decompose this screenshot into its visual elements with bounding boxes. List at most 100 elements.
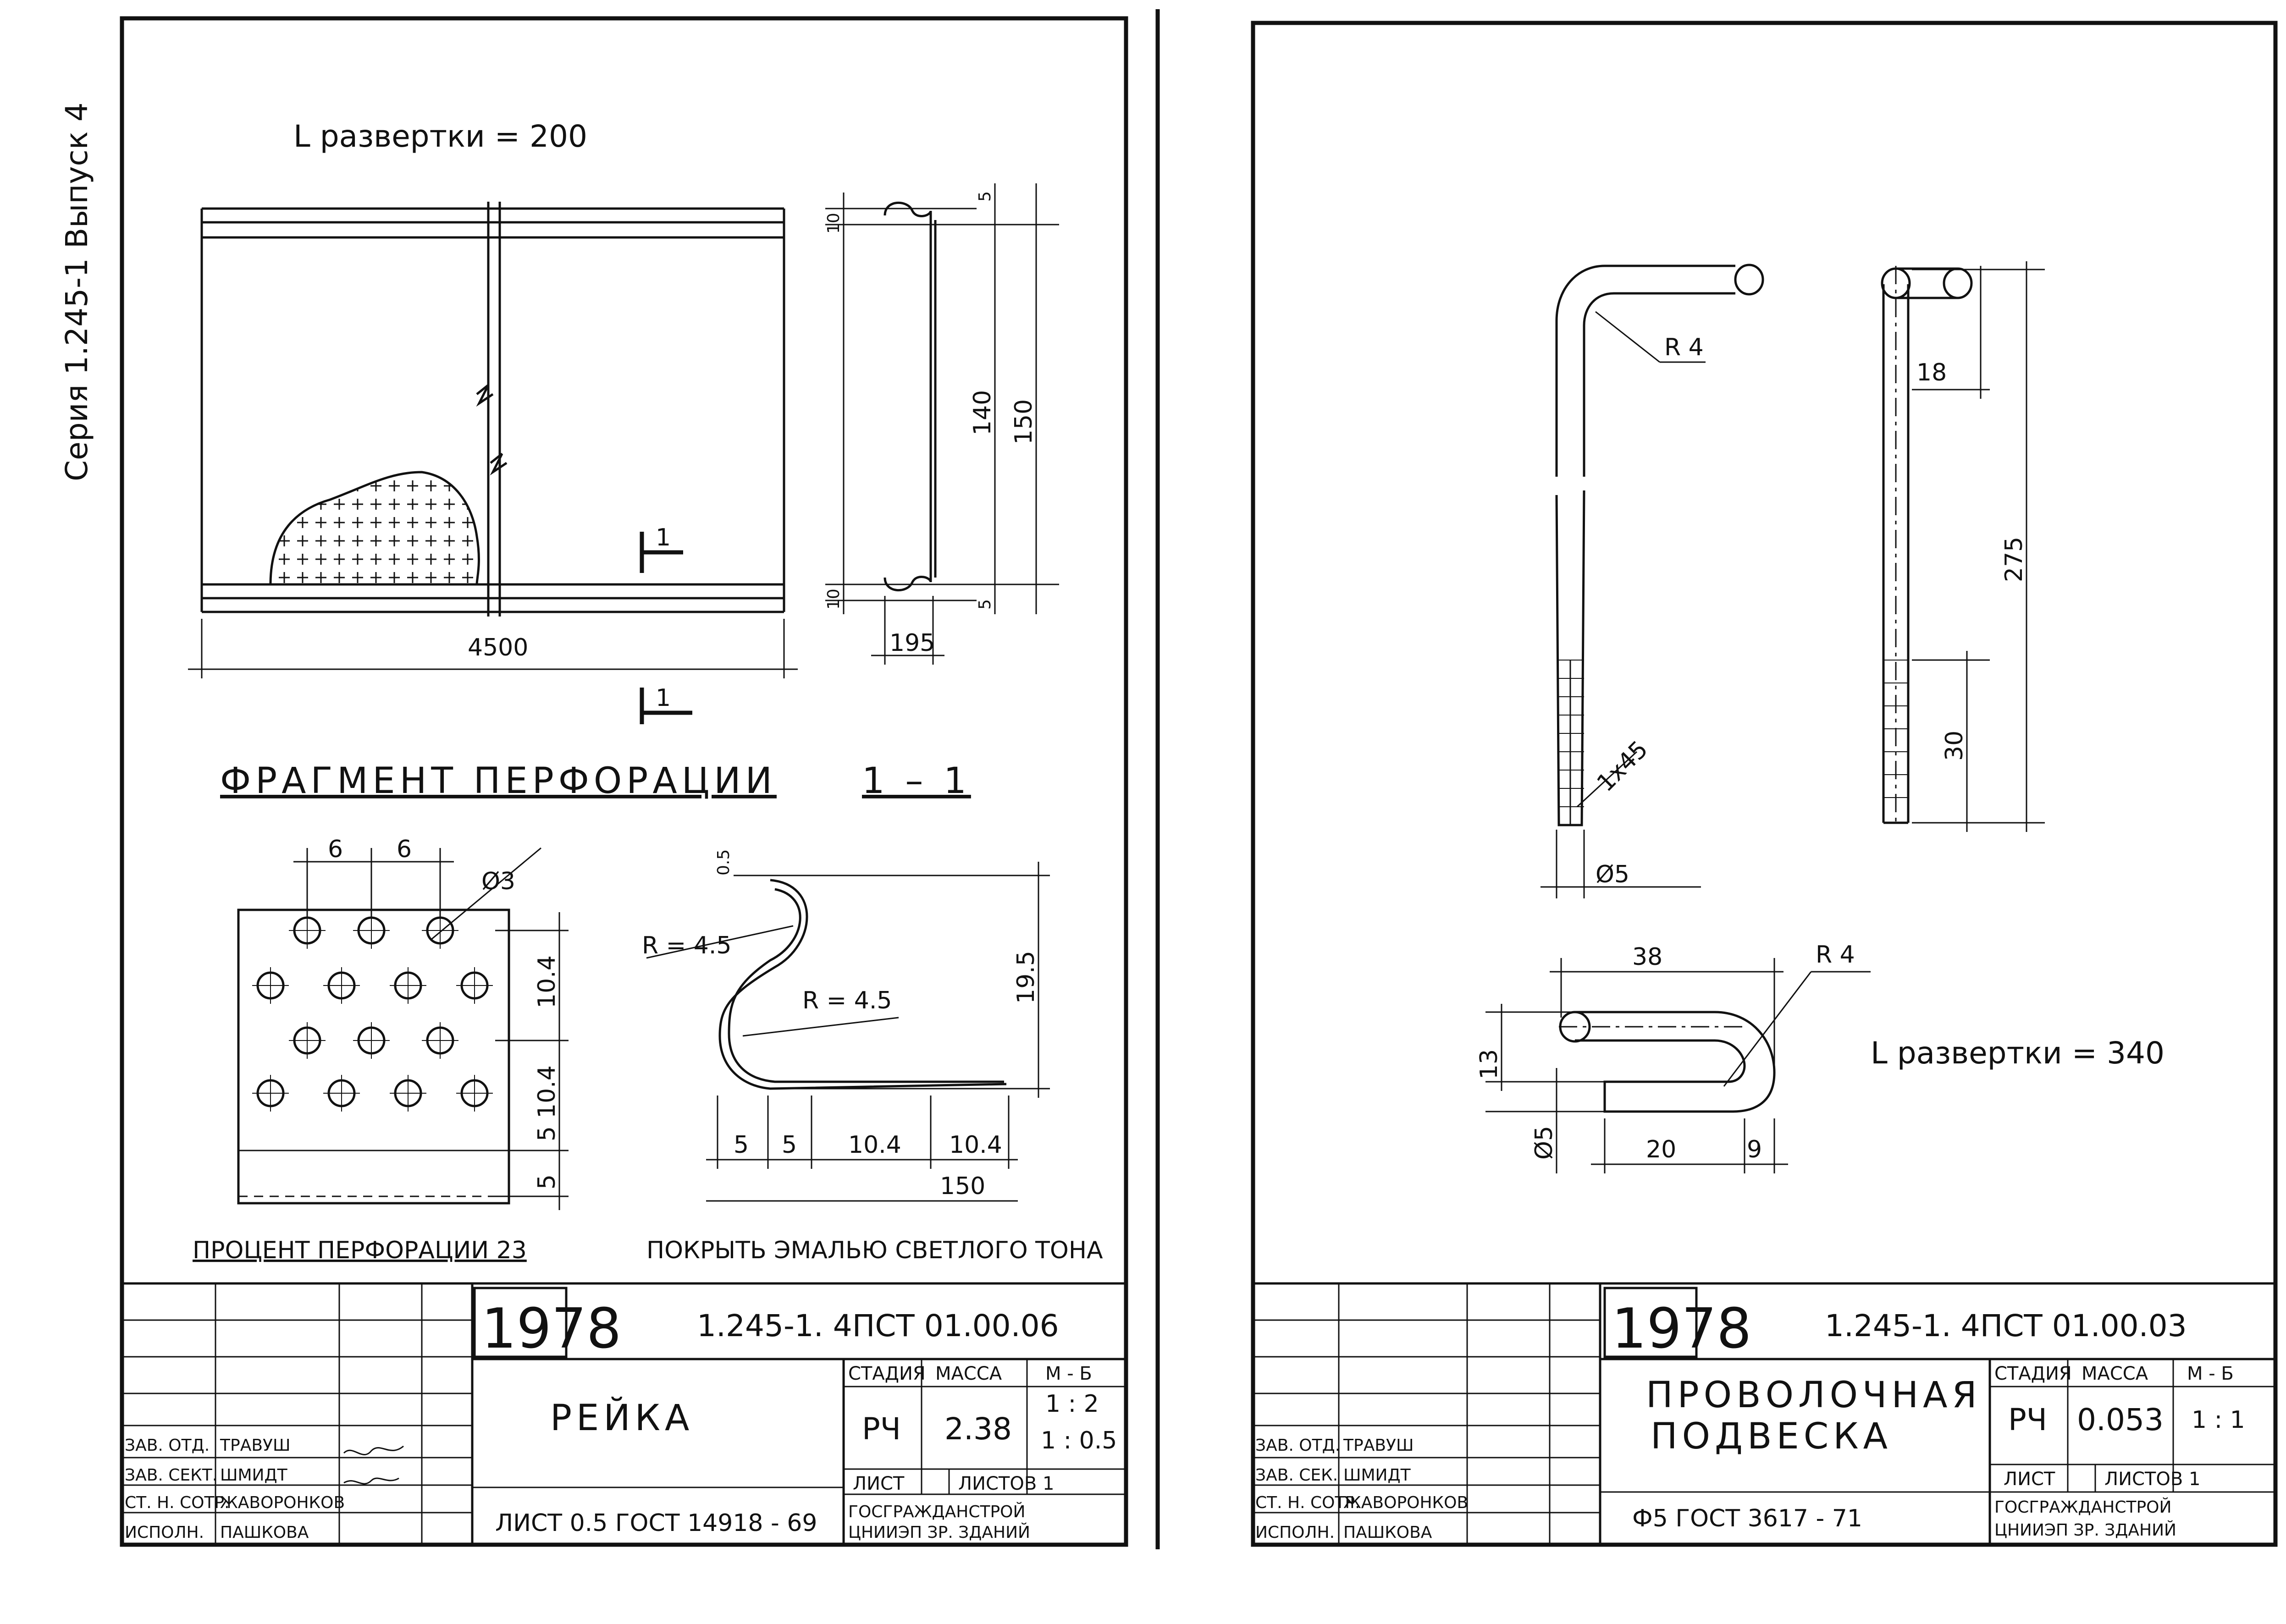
section-mark-upper: 1 <box>656 524 671 551</box>
section-b4: 10.4 <box>949 1131 1002 1159</box>
hook-end: 9 <box>1747 1136 1762 1163</box>
org-right-1: ГОСГРАЖДАНСТРОЙ <box>1994 1497 2171 1517</box>
section-b2: 5 <box>782 1131 797 1159</box>
perf-row-3: 5 <box>533 1126 561 1141</box>
section-1-1: 19.5 0.5 R = 4.5 R = 4.5 5 5 10.4 10.4 1… <box>642 849 1050 1202</box>
hook-height: 13 <box>1475 1049 1503 1079</box>
section-b3: 10.4 <box>848 1131 901 1159</box>
section-radius-top: R = 4.5 <box>642 932 731 959</box>
rod-diameter: Ø5 <box>1596 861 1629 888</box>
org-left-2: ЦНИИЭП ЗР. ЗДАНИЙ <box>848 1523 1030 1542</box>
right-frame <box>1251 21 2278 1547</box>
hdr-mass-left: МАССА <box>935 1363 1002 1384</box>
dim-top-tip: 5 <box>976 191 994 202</box>
doc-code-right: 1.245-1. 4ПСТ 01.00.03 <box>1825 1308 2187 1343</box>
name-right-4: ПАШКОВА <box>1343 1523 1432 1542</box>
hdr-stage-right: СТАДИЯ <box>1994 1363 2072 1384</box>
section-height: 19.5 <box>1012 951 1040 1004</box>
perf-hole-diameter: Ø3 <box>481 868 515 895</box>
section-mark-lower: 1 <box>656 684 671 712</box>
role-left-1: ЗАВ. ОТД. <box>125 1436 210 1455</box>
mass-left: 2.38 <box>944 1411 1012 1447</box>
name-left-4: ПАШКОВА <box>220 1523 309 1542</box>
unfold-length-right: L развертки = 340 <box>1871 1035 2165 1071</box>
section-b1: 5 <box>734 1131 749 1159</box>
section-total: 150 <box>940 1173 985 1200</box>
rod-length: 275 <box>2000 537 2028 582</box>
hdr-stage-left: СТАДИЯ <box>848 1363 926 1384</box>
name-right-2: ШМИДТ <box>1343 1466 1411 1485</box>
perforation-hatch <box>269 471 480 586</box>
material-right: Ф5 ГОСТ 3617 - 71 <box>1632 1505 1862 1532</box>
sheet-label-left: ЛИСТ <box>853 1473 905 1494</box>
year-stamp-left: 1978 <box>481 1297 621 1361</box>
year-stamp-right: 1978 <box>1612 1297 1751 1361</box>
rod-bend-radius: R 4 <box>1664 334 1704 361</box>
rod-thread-length: 30 <box>1941 731 1968 761</box>
hdr-scale-right: М - Б <box>2187 1363 2234 1384</box>
left-frame <box>120 16 1128 1547</box>
section-radius-bottom: R = 4.5 <box>802 987 892 1014</box>
signature-left-1 <box>343 1445 404 1455</box>
doc-code-left: 1.245-1. 4ПСТ 01.00.06 <box>697 1308 1059 1343</box>
u-hook-view: 38 R 4 13 Ø5 20 9 <box>1475 941 1871 1173</box>
perforation-fragment: 6 6 Ø3 10.4 10.4 5 5 <box>237 836 569 1210</box>
hook-diameter: Ø5 <box>1530 1126 1558 1160</box>
role-right-4: ИСПОЛН. <box>1255 1523 1335 1542</box>
scale-left-1: 1 : 2 <box>1045 1390 1099 1418</box>
org-left-1: ГОСГРАЖДАНСТРОЙ <box>848 1502 1025 1521</box>
dim-bottom-gap: 10 <box>824 589 843 610</box>
rod-side-view: 18 275 30 <box>1881 261 2045 832</box>
rod-chamfer: 1x45 <box>1592 736 1653 797</box>
bent-rod-view: R 4 1x45 Ø5 <box>1541 264 1764 898</box>
dim-flange-width: 195 <box>889 629 935 657</box>
name-left-2: ШМИДТ <box>220 1466 288 1485</box>
hdr-scale-left: М - Б <box>1045 1363 1092 1384</box>
sheet-label-right: ЛИСТ <box>2004 1469 2055 1490</box>
stage-right: РЧ <box>2008 1402 2047 1437</box>
section-title: 1 – 1 <box>862 760 971 802</box>
dim-length: 4500 <box>468 634 528 661</box>
sheets-label-right: ЛИСТОВ 1 <box>2104 1469 2200 1490</box>
role-left-4: ИСПОЛН. <box>125 1523 204 1542</box>
role-left-2: ЗАВ. СЕКТ. <box>125 1466 217 1485</box>
scale-left-2: 1 : 0.5 <box>1041 1427 1117 1454</box>
material-left: ЛИСТ 0.5 ГОСТ 14918 - 69 <box>495 1509 817 1537</box>
title-block-right: 1978 1.245-1. 4ПСТ 01.00.03 ПРОВОЛОЧНАЯ … <box>1253 1282 2275 1545</box>
perf-row-2: 10.4 <box>533 1065 561 1118</box>
scale-right: 1 : 1 <box>2192 1406 2245 1434</box>
signature-left-2 <box>343 1477 399 1485</box>
role-right-1: ЗАВ. ОТД. <box>1255 1436 1340 1455</box>
name-right-1: ТРАВУШ <box>1343 1436 1414 1455</box>
rail-plan-view: 1 4500 1 <box>188 202 798 724</box>
sheets-label-left: ЛИСТОВ 1 <box>958 1473 1054 1494</box>
series-stamp: Серия 1.245-1 Выпуск 4 <box>59 102 94 481</box>
perf-pitch-a: 6 <box>328 836 343 863</box>
part-name-left: РЕЙКА <box>550 1397 694 1439</box>
mass-right: 0.053 <box>2077 1402 2164 1437</box>
left-sheet: Серия 1.245-1 Выпуск 4 L развертки = 200… <box>59 9 1160 1549</box>
rod-top-width: 18 <box>1916 359 1947 386</box>
name-right-3: ЖАВОРОНКОВ <box>1343 1493 1468 1512</box>
section-thickness: 0.5 <box>714 849 733 875</box>
name-left-1: ТРАВУШ <box>220 1436 290 1455</box>
part-name-right-2: ПОДВЕСКА <box>1651 1416 1892 1457</box>
perf-row-4: 5 <box>533 1174 561 1189</box>
coating-note: ПОКРЫТЬ ЭМАЛЬЮ СВЕТЛОГО ТОНА <box>646 1237 1103 1264</box>
dim-top-gap: 10 <box>824 213 843 234</box>
hdr-mass-right: МАССА <box>2082 1363 2148 1384</box>
perf-row-1: 10.4 <box>533 955 561 1008</box>
unfold-length-left: L развертки = 200 <box>293 119 587 154</box>
role-left-3: СТ. Н. СОТР. <box>125 1493 230 1512</box>
hook-width: 38 <box>1632 943 1662 971</box>
hook-leg: 20 <box>1646 1136 1676 1163</box>
dim-inner: 140 <box>969 390 996 435</box>
title-block-left: 1978 1.245-1. 4ПСТ 01.00.06 РЕЙКА ЛИСТ 0… <box>122 1282 1126 1545</box>
stage-left: РЧ <box>862 1411 901 1447</box>
dim-bottom-tip: 5 <box>976 599 994 610</box>
right-sheet: R 4 1x45 Ø5 <box>1251 21 2278 1547</box>
part-name-right-1: ПРОВОЛОЧНАЯ <box>1646 1375 1982 1416</box>
hook-radius: R 4 <box>1816 941 1855 969</box>
perf-pitch-b: 6 <box>397 836 412 863</box>
